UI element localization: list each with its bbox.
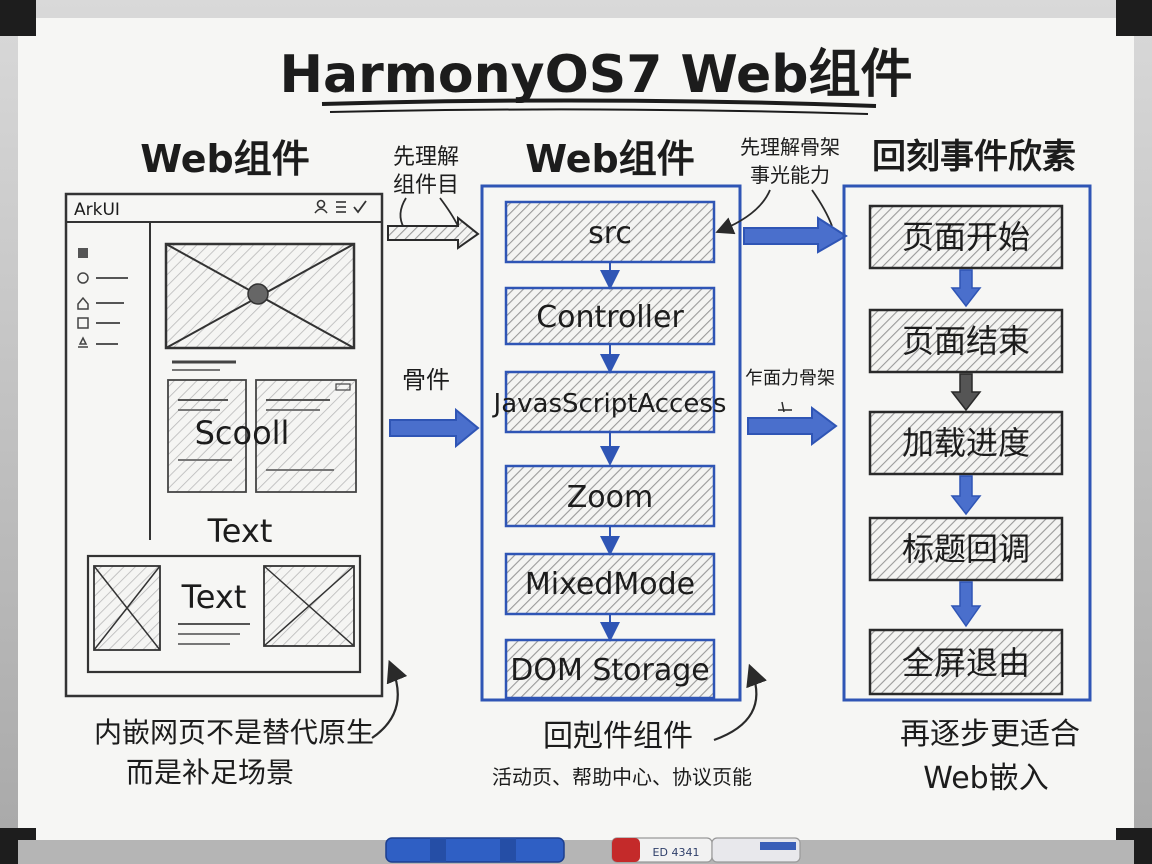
down-arrow-blue [950, 475, 982, 516]
thumb-right [263, 565, 355, 647]
blue-marker [385, 837, 565, 863]
middle-item-list: src Controller JavasScriptAccess Zoom Mi… [492, 200, 727, 700]
right-container [842, 184, 1092, 702]
down-arrow-blue [950, 581, 982, 628]
text-label-2: Text [181, 578, 247, 616]
right-item-list: 页面开始 页面结束 加载进度 标题回调 全屏退由 [868, 204, 1064, 696]
arrow-mid-right [747, 406, 838, 446]
component-item-label: Controller [536, 300, 684, 335]
eraser [711, 837, 801, 863]
sidebar-nav [77, 248, 128, 348]
marker-label: ED 4341 [653, 846, 700, 859]
right-caption-line1: 再逐步更适合 [900, 717, 1080, 752]
hero-image-placeholder [164, 242, 356, 350]
component-item: src [504, 200, 716, 264]
bottom-panel [86, 554, 362, 674]
left-curved-arrow [371, 659, 408, 739]
component-item: Controller [504, 286, 716, 346]
left-caption-line2: 而是补足场景 [126, 756, 294, 789]
left-caption-line1: 内嵌网页不是替代原生 [94, 716, 374, 749]
right-caption-line2: Web嵌入 [923, 761, 1048, 796]
arrow-label-top-left-1: 先理解 [393, 145, 459, 170]
arrow-label-top-right-1: 先理解骨架 [740, 135, 840, 159]
middle-caption-line2: 活动页、帮助中心、协议页能 [492, 765, 752, 789]
right-connectors [950, 269, 982, 628]
app-mockup: ArkUI [64, 192, 384, 698]
component-item: MixedMode [504, 552, 716, 616]
event-item-label: 页面结束 [902, 322, 1030, 360]
event-item: 加载进度 [868, 410, 1064, 476]
component-item-label: DOM Storage [510, 653, 710, 688]
arrow-label-top-right-2: 事光能力 [750, 163, 830, 187]
square-icon [77, 317, 89, 329]
page-title: HarmonyOS7 Web组件 [279, 45, 912, 105]
mockup-frame [64, 192, 384, 698]
home-icon [78, 248, 88, 258]
component-item: JavasScriptAccess [492, 370, 727, 434]
arrow-label-mid-right: 乍面力骨架 [745, 368, 835, 389]
check-icon [353, 200, 367, 214]
user-icon [314, 199, 328, 214]
arrow-label-mid-left: 骨件 [402, 366, 450, 394]
component-item: DOM Storage [504, 638, 716, 700]
event-item-label: 标题回调 [902, 530, 1030, 568]
house-icon [77, 296, 89, 310]
component-item-label: Zoom [567, 480, 653, 515]
right-heading: 回刻事件欣素 [872, 137, 1076, 177]
arrow-top-left [387, 215, 480, 250]
title-underline-2 [329, 108, 869, 115]
event-item: 标题回调 [868, 516, 1064, 582]
red-marker: ED 4341 [611, 837, 713, 863]
middle-caption-line1: 回剋件组件 [543, 719, 693, 754]
event-item: 页面开始 [868, 204, 1064, 270]
arrow-label-top-left-2: 组件目 [393, 173, 459, 198]
event-item: 全屏退由 [868, 628, 1064, 696]
component-item: Zoom [504, 464, 716, 528]
clock-icon [77, 272, 89, 284]
thumb-left [93, 565, 161, 651]
arrow-top-right [743, 216, 848, 254]
middle-heading: Web组件 [525, 137, 695, 181]
mockup-app-name: ArkUI [74, 200, 120, 220]
star-icon [78, 336, 88, 348]
component-item-label: JavasScriptAccess [492, 389, 727, 419]
middle-curved-arrow [713, 663, 767, 742]
menu-icon [336, 201, 346, 213]
content-card-left [167, 379, 247, 493]
arrow-mid-left [389, 407, 480, 449]
component-item-label: src [588, 216, 632, 251]
marker-tray [18, 840, 1134, 864]
content-card-right [255, 379, 357, 493]
event-item-label: 页面开始 [902, 218, 1030, 256]
down-arrow-blue [950, 269, 982, 308]
event-item-label: 加载进度 [902, 424, 1030, 462]
title-underline [321, 98, 877, 108]
event-item: 页面结束 [868, 308, 1064, 374]
text-label: Text [207, 512, 273, 550]
corner-tl [0, 0, 36, 36]
component-item-label: MixedMode [525, 567, 695, 602]
left-heading: Web组件 [140, 137, 310, 181]
corner-tr [1116, 0, 1152, 36]
down-arrow-dark [950, 373, 982, 412]
middle-container [480, 184, 742, 702]
event-item-label: 全屏退由 [902, 644, 1030, 682]
scroll-label: Scooll [195, 414, 290, 452]
